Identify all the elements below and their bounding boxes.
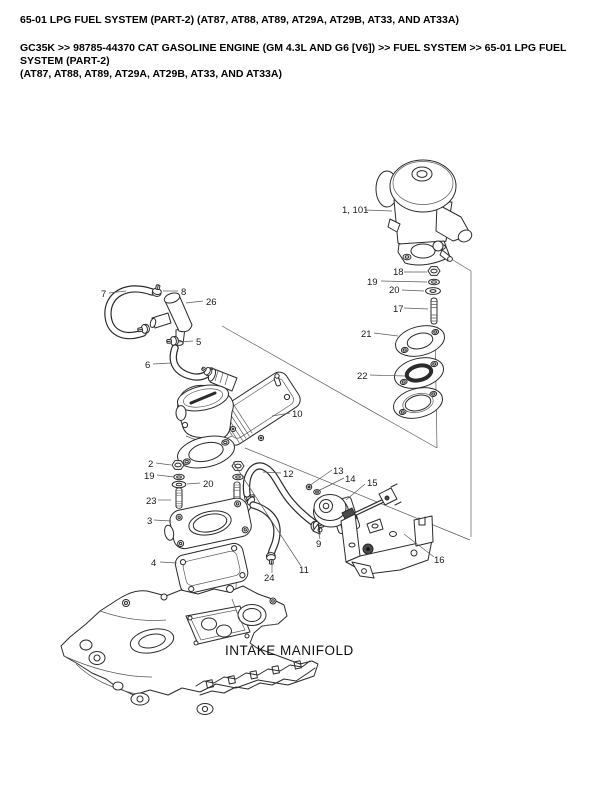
tee-fitting-26 (149, 292, 193, 346)
callout-8: 8 (181, 287, 186, 298)
callout-14: 14 (345, 474, 356, 485)
callout-23: 23 (146, 496, 157, 507)
callout-3: 3 (147, 516, 152, 527)
callout-10: 10 (292, 409, 303, 420)
breadcrumb-line-2: (AT87, AT88, AT89, AT29A, AT29B, AT33, A… (20, 68, 282, 80)
leader-lines (108, 209, 435, 573)
callout-17: 17 (393, 304, 404, 315)
lockoff-outlet-fitting (432, 240, 453, 262)
callout-5: 5 (196, 337, 201, 348)
gasket-4 (174, 542, 249, 594)
gasket-21 (391, 320, 449, 362)
callout-20-left: 20 (203, 479, 214, 490)
callout-labels: 1, 101 18 19 20 17 21 22 7 8 26 5 6 10 2… (101, 205, 445, 584)
intake-manifold-label: INTAKE MANIFOLD (225, 643, 354, 658)
callout-22: 22 (357, 371, 368, 382)
adapter-3 (164, 496, 256, 550)
screw-13 (305, 483, 313, 491)
page-title: 65-01 LPG FUEL SYSTEM (PART-2) (AT87, AT… (20, 14, 459, 26)
mixer-gasket (177, 435, 235, 469)
callout-19-top: 19 (367, 277, 378, 288)
callout-2: 2 (148, 459, 153, 470)
fuel-lockoff-assembly (375, 159, 473, 266)
callout-20-top: 20 (389, 285, 400, 296)
clamp-8 (151, 283, 164, 298)
callout-21: 21 (361, 329, 372, 340)
callout-13: 13 (333, 466, 344, 477)
callout-12: 12 (283, 469, 294, 480)
callout-18: 18 (393, 267, 404, 278)
callout-7: 7 (101, 289, 106, 300)
callout-11: 11 (299, 565, 309, 576)
breadcrumb-line-1: GC35K >> 98785-44370 CAT GASOLINE ENGINE… (20, 42, 567, 67)
hose-11 (249, 501, 281, 560)
gasket-spare (389, 382, 447, 424)
clamp-24 (265, 551, 277, 566)
bracket-16 (340, 513, 434, 579)
callout-1-101: 1, 101 (342, 205, 368, 216)
left-fastener-column (171, 460, 187, 509)
breadcrumb: GC35K >> 98785-44370 CAT GASOLINE ENGINE… (20, 42, 604, 81)
callout-24: 24 (264, 573, 275, 584)
callout-4: 4 (151, 558, 156, 569)
upper-fastener-column (425, 266, 441, 325)
clamp-5 (165, 335, 180, 347)
callout-19-left: 19 (144, 471, 155, 482)
hose-12 (242, 462, 318, 527)
mixer-assembly-10 (175, 364, 301, 446)
callout-6: 6 (145, 360, 150, 371)
callout-15: 15 (367, 478, 378, 489)
hose-7 (104, 285, 156, 340)
callout-16: 16 (434, 555, 445, 566)
callout-9: 9 (316, 539, 321, 550)
callout-26: 26 (206, 297, 217, 308)
right-fastener-column (231, 461, 256, 505)
gasket-22 (390, 352, 448, 394)
intake-manifold (60, 585, 319, 715)
